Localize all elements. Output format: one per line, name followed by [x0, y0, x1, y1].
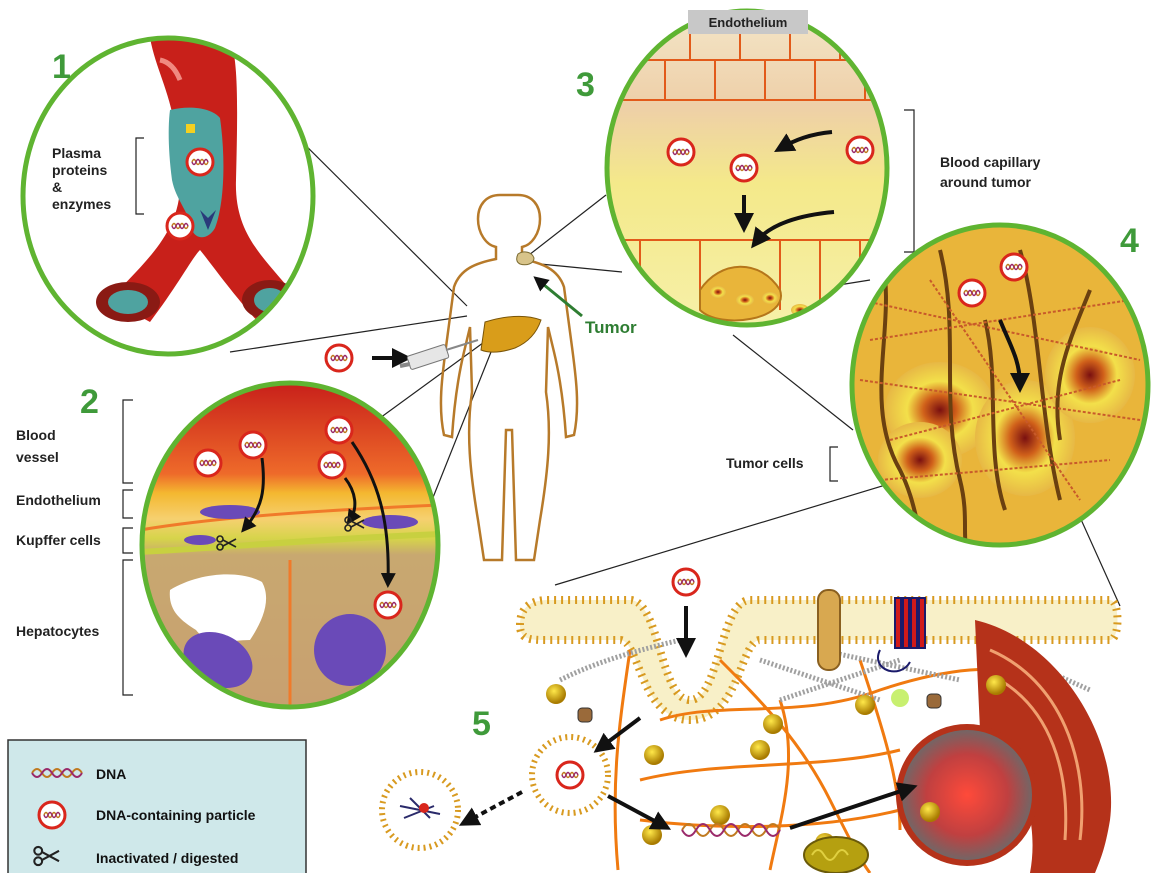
panel-3-number: 3 [576, 66, 595, 104]
panel-4-number: 4 [1120, 222, 1139, 260]
injection-particle-icon [326, 345, 352, 371]
panel-2-label-kupffer: Kupffer cells [16, 532, 101, 548]
tumor-arrow [538, 280, 582, 316]
panel-2-number: 2 [80, 383, 99, 421]
degraded-endosome [382, 772, 458, 848]
panel-4-tumor-cells [852, 225, 1148, 560]
panel-2-brackets [123, 400, 133, 695]
panel-3-label: Blood capillary around tumor [940, 154, 1044, 190]
panel-5-number: 5 [472, 705, 491, 743]
legend-label-particle: DNA-containing particle [96, 807, 256, 823]
tumor-icon [517, 252, 534, 265]
panel-4-label: Tumor cells [726, 455, 804, 471]
human-body-outline [441, 195, 577, 560]
legend-label-dna: DNA [96, 766, 126, 782]
legend-label-inactivated: Inactivated / digested [96, 850, 238, 866]
panel-2-label-blood-vessel: Blood vessel [16, 427, 60, 465]
legend: DNA DNA-containing particle Inactivated … [8, 740, 306, 873]
panel-1-number: 1 [52, 48, 71, 86]
panel-3-endothelium-tag: Endothelium [709, 15, 788, 30]
panel-4-bracket [830, 447, 838, 481]
panel-2-label-endothelium: Endothelium [16, 492, 101, 508]
liver-icon [481, 316, 541, 352]
panel-2-liver-tissue [140, 383, 440, 720]
panel-3-capillary [600, 11, 900, 325]
tumor-label: Tumor [585, 318, 637, 337]
dna-particle-icon [39, 802, 65, 828]
endosome [532, 737, 608, 813]
panel-5-cell-uptake [382, 569, 1118, 873]
panel-3-bracket [904, 110, 914, 252]
panel-2-label-hepatocytes: Hepatocytes [16, 623, 99, 639]
